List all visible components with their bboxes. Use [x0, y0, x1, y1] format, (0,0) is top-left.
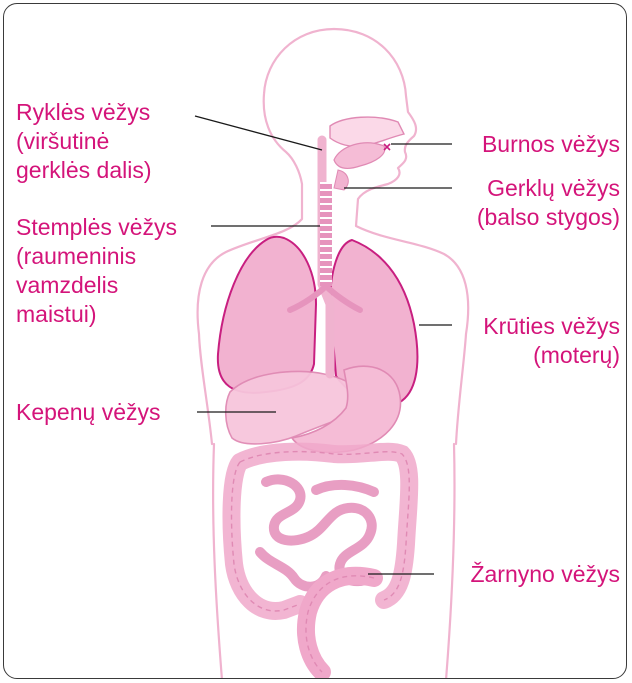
- label-bowel-line-1: Žarnyno vėžys: [470, 560, 620, 589]
- label-larynx-line-1: Gerklų vėžys: [477, 174, 620, 203]
- tongue: [334, 143, 385, 169]
- label-pharynx-cancer: Ryklės vėžys (viršutinė gerklės dalis): [16, 98, 152, 185]
- label-pharynx-line-1: Ryklės vėžys: [16, 98, 152, 127]
- label-breast-line-1: Krūties vėžys: [483, 312, 620, 341]
- label-pharynx-line-3: gerklės dalis): [16, 156, 152, 185]
- label-bowel-cancer: Žarnyno vėžys: [470, 560, 620, 589]
- rectum: [306, 576, 374, 672]
- larynx: [334, 170, 348, 190]
- label-liver-line-1: Kepenų vėžys: [16, 398, 160, 427]
- label-pharynx-line-2: (viršutinė: [16, 127, 152, 156]
- label-liver-cancer: Kepenų vėžys: [16, 398, 160, 427]
- label-mouth-cancer: Burnos vėžys: [482, 130, 620, 159]
- label-esophagus-line-3: vamzdelis: [16, 271, 177, 300]
- right-lung: [218, 237, 316, 393]
- label-breast-cancer: Krūties vėžys (moterų): [483, 312, 620, 370]
- diagram-frame: Ryklės vėžys (viršutinė gerklės dalis) S…: [3, 3, 627, 679]
- label-breast-line-2: (moterų): [483, 341, 620, 370]
- oral-cavity: [330, 117, 404, 146]
- label-larynx-line-2: (balso stygos): [477, 203, 620, 232]
- label-mouth-line-1: Burnos vėžys: [482, 130, 620, 159]
- label-esophagus-cancer: Stemplės vėžys (raumeninis vamzdelis mai…: [16, 213, 177, 329]
- label-esophagus-line-4: maistui): [16, 300, 177, 329]
- leader-pharynx: [195, 116, 322, 150]
- label-esophagus-line-2: (raumeninis: [16, 242, 177, 271]
- label-esophagus-line-1: Stemplės vėžys: [16, 213, 177, 242]
- label-larynx-cancer: Gerklų vėžys (balso stygos): [477, 174, 620, 232]
